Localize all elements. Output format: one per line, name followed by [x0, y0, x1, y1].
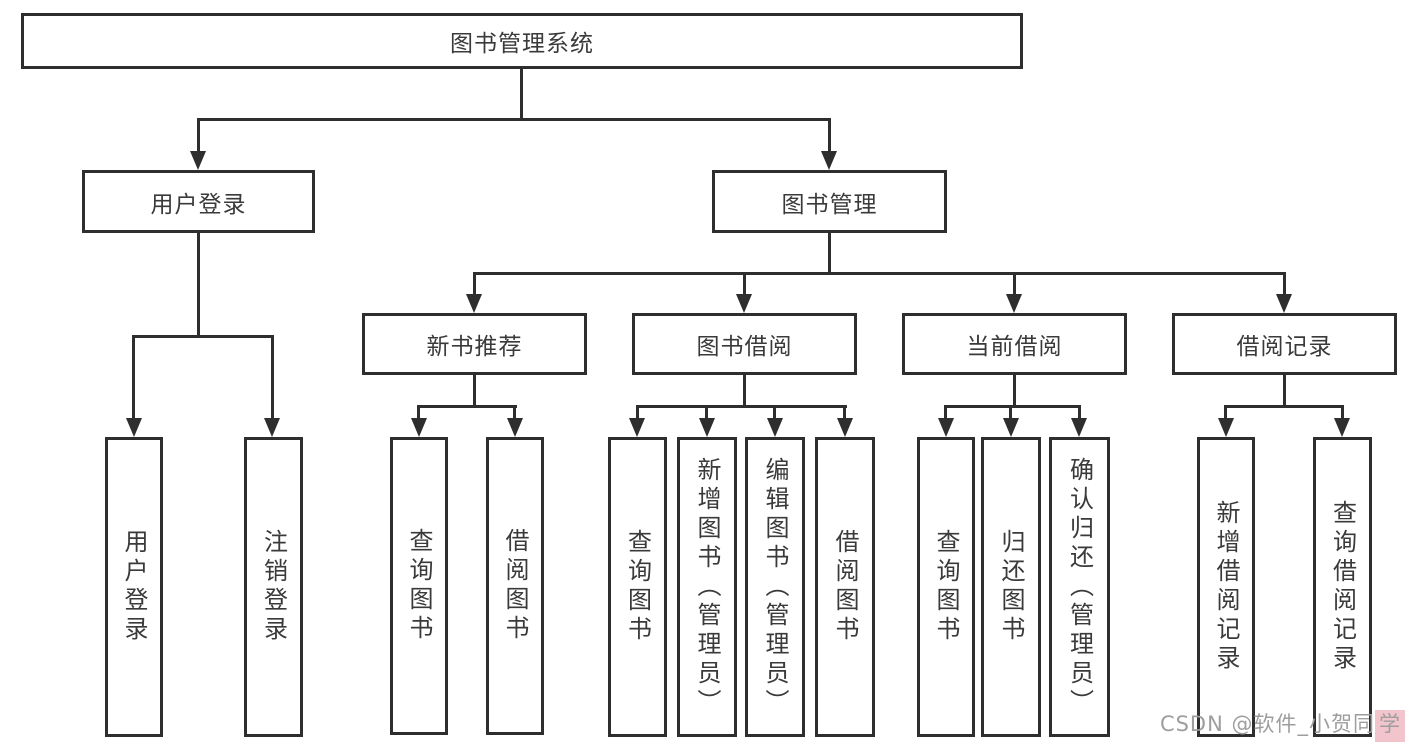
edge-level3-bar [473, 272, 1285, 275]
edge-records-stem [1283, 375, 1286, 408]
leaf-nb-borrow-books-label: 借阅图书 [501, 528, 529, 644]
arrowhead-cu-leaf1 [938, 418, 954, 437]
leaf-logout-label: 注销登录 [259, 529, 288, 645]
arrowhead-book-mgmt [821, 151, 837, 170]
node-new-books-label: 新书推荐 [426, 334, 523, 360]
leaf-bw-edit-books-admin-label: 编辑图书（管理员） [761, 456, 789, 718]
edge-arm-bw-leaf2 [705, 405, 708, 419]
edge-borrowing-bar [636, 405, 847, 408]
leaf-user-login-label: 用户登录 [120, 529, 148, 645]
leaf-rc-query-record-label: 查询借阅记录 [1328, 500, 1357, 674]
leaf-cu-return-books: 归还图书 [981, 437, 1041, 737]
edge-current-stem [1013, 375, 1016, 408]
node-book-borrowing-label: 图书借阅 [696, 334, 793, 360]
csdn-watermark-text: CSDN @软件_小贺同 [1159, 712, 1375, 736]
arrowhead-user-login [190, 151, 206, 170]
arrowhead-rc-leaf2 [1334, 418, 1350, 437]
leaf-nb-borrow-books: 借阅图书 [486, 437, 544, 735]
arrowhead-bw-leaf2 [699, 418, 715, 437]
leaf-bw-borrow-books: 借阅图书 [815, 437, 875, 737]
arrowhead-bw-leaf3 [767, 418, 783, 437]
edge-arm-records [1283, 272, 1286, 295]
arrowhead-current [1006, 294, 1022, 313]
leaf-cu-return-books-label: 归还图书 [997, 529, 1025, 645]
arrowhead-cu-leaf2 [1003, 418, 1019, 437]
edge-arm-nb-leaf2 [513, 405, 516, 419]
leaf-rc-add-record: 新增借阅记录 [1197, 437, 1255, 737]
arrowhead-cu-leaf3 [1071, 418, 1087, 437]
arrowhead-bw-leaf4 [837, 418, 853, 437]
leaf-bw-query-books-label: 查询图书 [623, 529, 652, 645]
node-new-books: 新书推荐 [362, 313, 587, 375]
leaf-bw-borrow-books-label: 借阅图书 [831, 529, 859, 645]
leaf-bw-query-books: 查询图书 [608, 437, 667, 737]
node-book-borrowing: 图书借阅 [632, 313, 857, 375]
edge-new-books-stem [473, 375, 476, 408]
edge-arm-new-books [473, 272, 476, 295]
edge-arm-cu-leaf3 [1078, 405, 1081, 419]
node-user-login: 用户登录 [82, 170, 315, 233]
edge-records-bar [1224, 405, 1344, 408]
edge-user-login-stem [197, 233, 200, 335]
edge-arm-user-login [197, 118, 200, 152]
node-current-borrowing: 当前借阅 [902, 313, 1127, 375]
leaf-user-login: 用户登录 [105, 437, 163, 737]
arrowhead-nb-leaf1 [411, 418, 427, 437]
leaf-cu-query-books-label: 查询图书 [932, 529, 960, 645]
edge-arm-current [1013, 272, 1016, 295]
edge-arm-rc-leaf1 [1224, 405, 1227, 419]
edge-arm-rc-leaf2 [1341, 405, 1344, 419]
leaf-bw-add-books-admin-label: 新增图书（管理员） [693, 456, 721, 718]
arrowhead-bw-leaf1 [629, 418, 645, 437]
leaf-bw-edit-books-admin: 编辑图书（管理员） [745, 437, 805, 737]
arrowhead-new-books [466, 294, 482, 313]
edge-user-login-bar [132, 335, 273, 338]
edge-arm-book-mgmt [828, 118, 831, 152]
leaf-bw-add-books-admin: 新增图书（管理员） [677, 437, 737, 737]
arrowhead-borrowing [736, 294, 752, 313]
arrowhead-leaf-logout [264, 418, 280, 437]
arrowhead-rc-leaf1 [1218, 418, 1234, 437]
edge-arm-cu-leaf2 [1009, 405, 1012, 419]
arrowhead-nb-leaf2 [507, 418, 523, 437]
edge-arm-bw-leaf4 [843, 405, 846, 419]
edge-arm-leaf-login [132, 335, 135, 419]
leaf-logout: 注销登录 [244, 437, 303, 737]
edge-root-stem [520, 69, 523, 118]
edge-arm-bw-leaf1 [636, 405, 639, 419]
leaf-cu-confirm-return-admin: 确认归还（管理员） [1049, 437, 1110, 737]
leaf-cu-query-books: 查询图书 [917, 437, 975, 737]
leaf-cu-confirm-return-admin-label: 确认归还（管理员） [1065, 456, 1094, 718]
edge-arm-cu-leaf1 [944, 405, 947, 419]
node-book-management: 图书管理 [712, 170, 947, 233]
arrowhead-leaf-login [126, 418, 142, 437]
node-root: 图书管理系统 [21, 13, 1023, 69]
node-user-login-label: 用户登录 [150, 191, 247, 218]
node-current-borrowing-label: 当前借阅 [966, 334, 1063, 360]
edge-root-bar [197, 118, 831, 121]
edge-arm-leaf-logout [271, 335, 274, 419]
csdn-watermark: CSDN @软件_小贺同学 [1159, 708, 1405, 742]
leaf-rc-add-record-label: 新增借阅记录 [1212, 500, 1240, 674]
edge-arm-nb-leaf1 [417, 405, 420, 419]
edge-arm-borrowing [743, 272, 746, 295]
edge-new-books-bar [417, 405, 517, 408]
edge-current-bar [944, 405, 1081, 408]
edge-arm-bw-leaf3 [773, 405, 776, 419]
arrowhead-records [1276, 294, 1292, 313]
edge-borrowing-stem [743, 375, 746, 408]
leaf-rc-query-record: 查询借阅记录 [1313, 437, 1372, 737]
node-book-management-label: 图书管理 [781, 191, 878, 218]
node-borrow-records: 借阅记录 [1172, 313, 1397, 375]
csdn-watermark-highlight: 学 [1375, 710, 1405, 742]
node-root-label: 图书管理系统 [450, 31, 594, 57]
edge-book-mgmt-stem [828, 233, 831, 272]
leaf-nb-query-books-label: 查询图书 [405, 528, 433, 644]
leaf-nb-query-books: 查询图书 [390, 437, 448, 735]
node-borrow-records-label: 借阅记录 [1236, 334, 1333, 360]
